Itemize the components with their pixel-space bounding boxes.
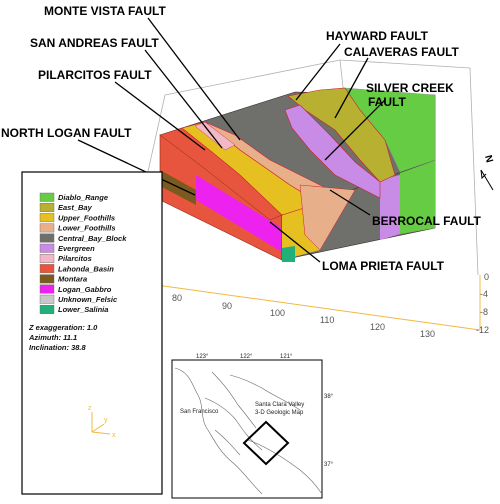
fault-labels — [77, 17, 386, 263]
legend-label: Diablo_Range — [58, 193, 108, 202]
coastline-lines — [174, 367, 323, 495]
fault-label-pilarcitos: PILARCITOS FAULT — [38, 68, 152, 82]
legend-label: Montara — [58, 275, 87, 284]
berrocal-wedge — [299, 184, 356, 251]
lat-label-38: 38° — [324, 394, 334, 400]
legend-label: Lahonda_Basin — [58, 264, 114, 273]
legend-swatch — [39, 192, 55, 202]
legend-swatch — [39, 284, 55, 294]
legend-swatch — [39, 305, 55, 314]
fault-label-monte-vista: MONTE VISTA FAULT — [44, 4, 166, 18]
triad-z-label: z — [88, 405, 92, 412]
legend-label: Unknown_Felsic — [58, 295, 118, 304]
lon-label-123: 123° — [196, 354, 209, 360]
z-tick-label: -4 — [480, 289, 488, 299]
lon-label-122: 122° — [240, 354, 253, 360]
z-tick-label: -12 — [476, 325, 489, 335]
legend-label: Lower_Salinia — [58, 305, 108, 314]
study-area-marker — [242, 420, 290, 466]
salinia-corner — [282, 246, 295, 262]
legend-label: East_Bay — [58, 203, 93, 212]
fault-label-silver-creek-2: FAULT — [368, 95, 406, 109]
legend-swatch — [39, 274, 55, 284]
x-tick-label: 90 — [222, 301, 232, 311]
city-label: San Francisco — [180, 409, 219, 415]
legend-swatch — [39, 243, 55, 253]
compass-n-label: N — [482, 154, 494, 164]
legend-swatch — [39, 264, 55, 274]
fault-label-hayward: HAYWARD FAULT — [326, 29, 429, 43]
geologic-block — [159, 87, 436, 262]
legend-items: Diablo_RangeEast_BayUpper_FoothillsLower… — [39, 192, 127, 314]
evergreen-top — [284, 104, 381, 199]
inset-map: 123° 122° 121° 38° 37° San Francisco San… — [171, 354, 334, 499]
lon-label-121: 121° — [280, 354, 293, 360]
legend-label: Central_Bay_Block — [58, 234, 127, 243]
inset-map-frame — [171, 359, 323, 499]
triad-y-label: y — [104, 417, 108, 424]
north-compass: N — [480, 154, 495, 191]
legend-swatch — [39, 223, 55, 233]
map-title-2: 3-D Geologic Map — [255, 410, 304, 416]
north-arrowhead-icon — [480, 169, 487, 180]
x-tick-label: 80 — [172, 293, 182, 303]
legend-inclination: Inclination: 38.8 — [29, 343, 87, 352]
z-tick-label: 0 — [484, 272, 489, 282]
lat-label-37: 37° — [324, 462, 334, 468]
legend-swatch — [39, 253, 55, 263]
fault-label-loma-prieta: LOMA PRIETA FAULT — [322, 259, 445, 273]
legend-label: Evergreen — [58, 244, 95, 253]
legend-swatch — [39, 294, 55, 304]
x-tick-label: 130 — [420, 329, 435, 339]
z-tick-label: -8 — [480, 307, 488, 317]
diablo-front-face — [400, 160, 435, 234]
fault-label-north-logan: NORTH LOGAN FAULT — [1, 126, 132, 140]
evergreen-front-face — [380, 175, 400, 240]
x-tick-label: 120 — [370, 322, 385, 332]
triad-x-label: x — [112, 432, 116, 439]
legend-z-exaggeration: Z exaggeration: 1.0 — [28, 323, 98, 332]
legend-label: Pilarcitos — [58, 254, 92, 263]
legend-panel: Diablo_RangeEast_BayUpper_FoothillsLower… — [21, 171, 163, 495]
axis-triad-icon: z y x — [88, 405, 116, 439]
legend-swatch — [39, 213, 55, 223]
pilarcitos-top — [194, 121, 236, 151]
fault-label-berrocal: BERROCAL FAULT — [372, 214, 482, 228]
legend-azimuth: Azimuth: 11.1 — [28, 333, 77, 342]
map-title-1: Santa Clara Valley — [255, 402, 304, 408]
east-bay-top — [287, 87, 396, 183]
north-arrow-icon — [480, 169, 494, 191]
legend-swatch — [39, 233, 55, 243]
z-axis-ticks: 0 -4 -8 -12 — [476, 272, 489, 335]
legend-label: Upper_Foothills — [58, 213, 115, 222]
x-tick-label: 110 — [320, 315, 334, 325]
logan-gabbro-face — [196, 175, 282, 252]
fault-label-calaveras: CALAVERAS FAULT — [344, 45, 460, 59]
x-axis-ticks: 80 90 100 110 120 130 — [172, 293, 435, 339]
fault-label-san-andreas: SAN ANDREAS FAULT — [30, 36, 159, 50]
x-tick-label: 100 — [270, 308, 285, 318]
fault-label-silver-creek: SILVER CREEK — [366, 81, 454, 95]
legend-label: Logan_Gabbro — [58, 285, 112, 294]
legend-label: Lower_Foothills — [58, 224, 116, 233]
legend-swatch — [39, 202, 55, 212]
